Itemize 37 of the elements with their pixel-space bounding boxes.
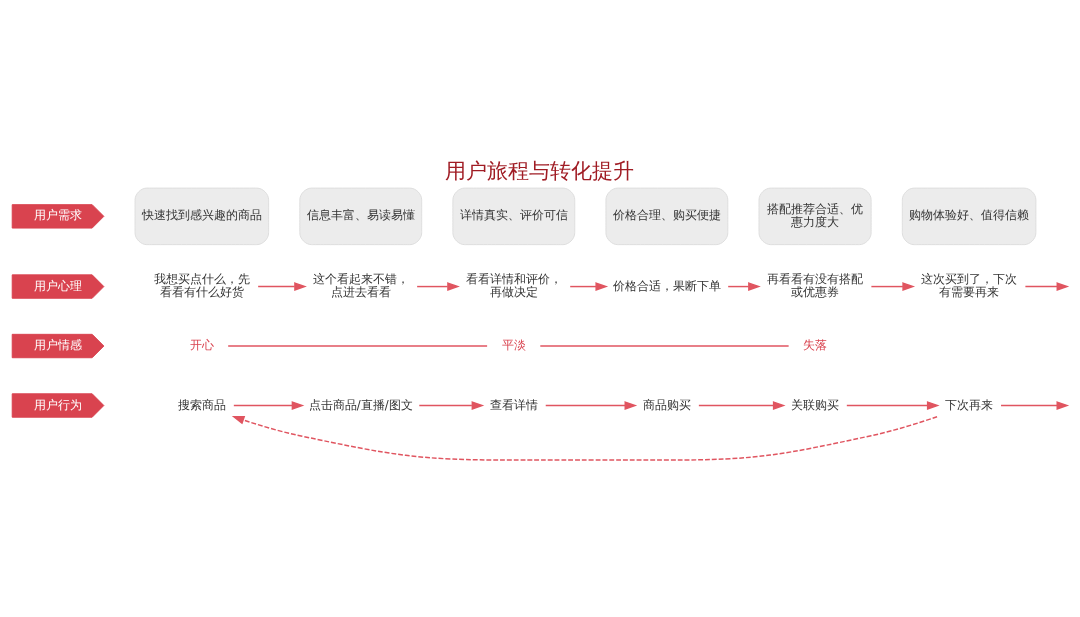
node-box: 快速找到感兴趣的商品 xyxy=(134,187,270,246)
arrow xyxy=(1024,282,1070,291)
arrow xyxy=(870,282,916,291)
node-box: 详情真实、评价可信 xyxy=(452,187,576,246)
node-text: 这个看起来不错，点进去看看 xyxy=(312,272,409,299)
arrow xyxy=(569,282,609,291)
node-text: 点击商品/直播/图文 xyxy=(308,397,413,412)
arrow xyxy=(416,282,460,291)
node-text: 搜索商品 xyxy=(177,397,226,412)
node-text: 平淡 xyxy=(501,338,526,353)
node-text: 下次再来 xyxy=(945,397,994,412)
node-text: 这次买到了，下次有需要再来 xyxy=(921,272,1018,299)
node-box: 搭配推荐合适、优惠力度大 xyxy=(758,187,872,246)
node-text: 查看详情 xyxy=(489,397,538,412)
node-text: 商品购买 xyxy=(642,397,691,412)
arrow xyxy=(846,401,940,410)
arrow xyxy=(1000,401,1070,410)
node-text: 关联购买 xyxy=(791,397,840,412)
arrow xyxy=(231,415,938,461)
node-box: 价格合理、购买便捷 xyxy=(605,187,729,246)
connector xyxy=(227,345,488,347)
node-text: 失落 xyxy=(803,338,828,353)
node-box: 购物体验好、值得信赖 xyxy=(901,187,1037,246)
arrow xyxy=(727,282,761,291)
node-text: 我想买点什么，先看看有什么好货 xyxy=(153,272,250,299)
node-text: 价格合适，果断下单 xyxy=(612,278,721,293)
node-text: 再看看有没有搭配或优惠券 xyxy=(767,272,864,299)
connector xyxy=(539,345,790,347)
arrow xyxy=(545,401,638,410)
arrow xyxy=(257,282,307,291)
arrow xyxy=(698,401,786,410)
diagram-title: 用户旅程与转化提升 xyxy=(445,157,635,183)
node-text: 看看详情和评价，再做决定 xyxy=(465,272,562,299)
node-box: 信息丰富、易读易懂 xyxy=(299,187,423,246)
arrow xyxy=(418,401,485,410)
node-text: 开心 xyxy=(189,338,214,353)
arrow xyxy=(233,401,305,410)
